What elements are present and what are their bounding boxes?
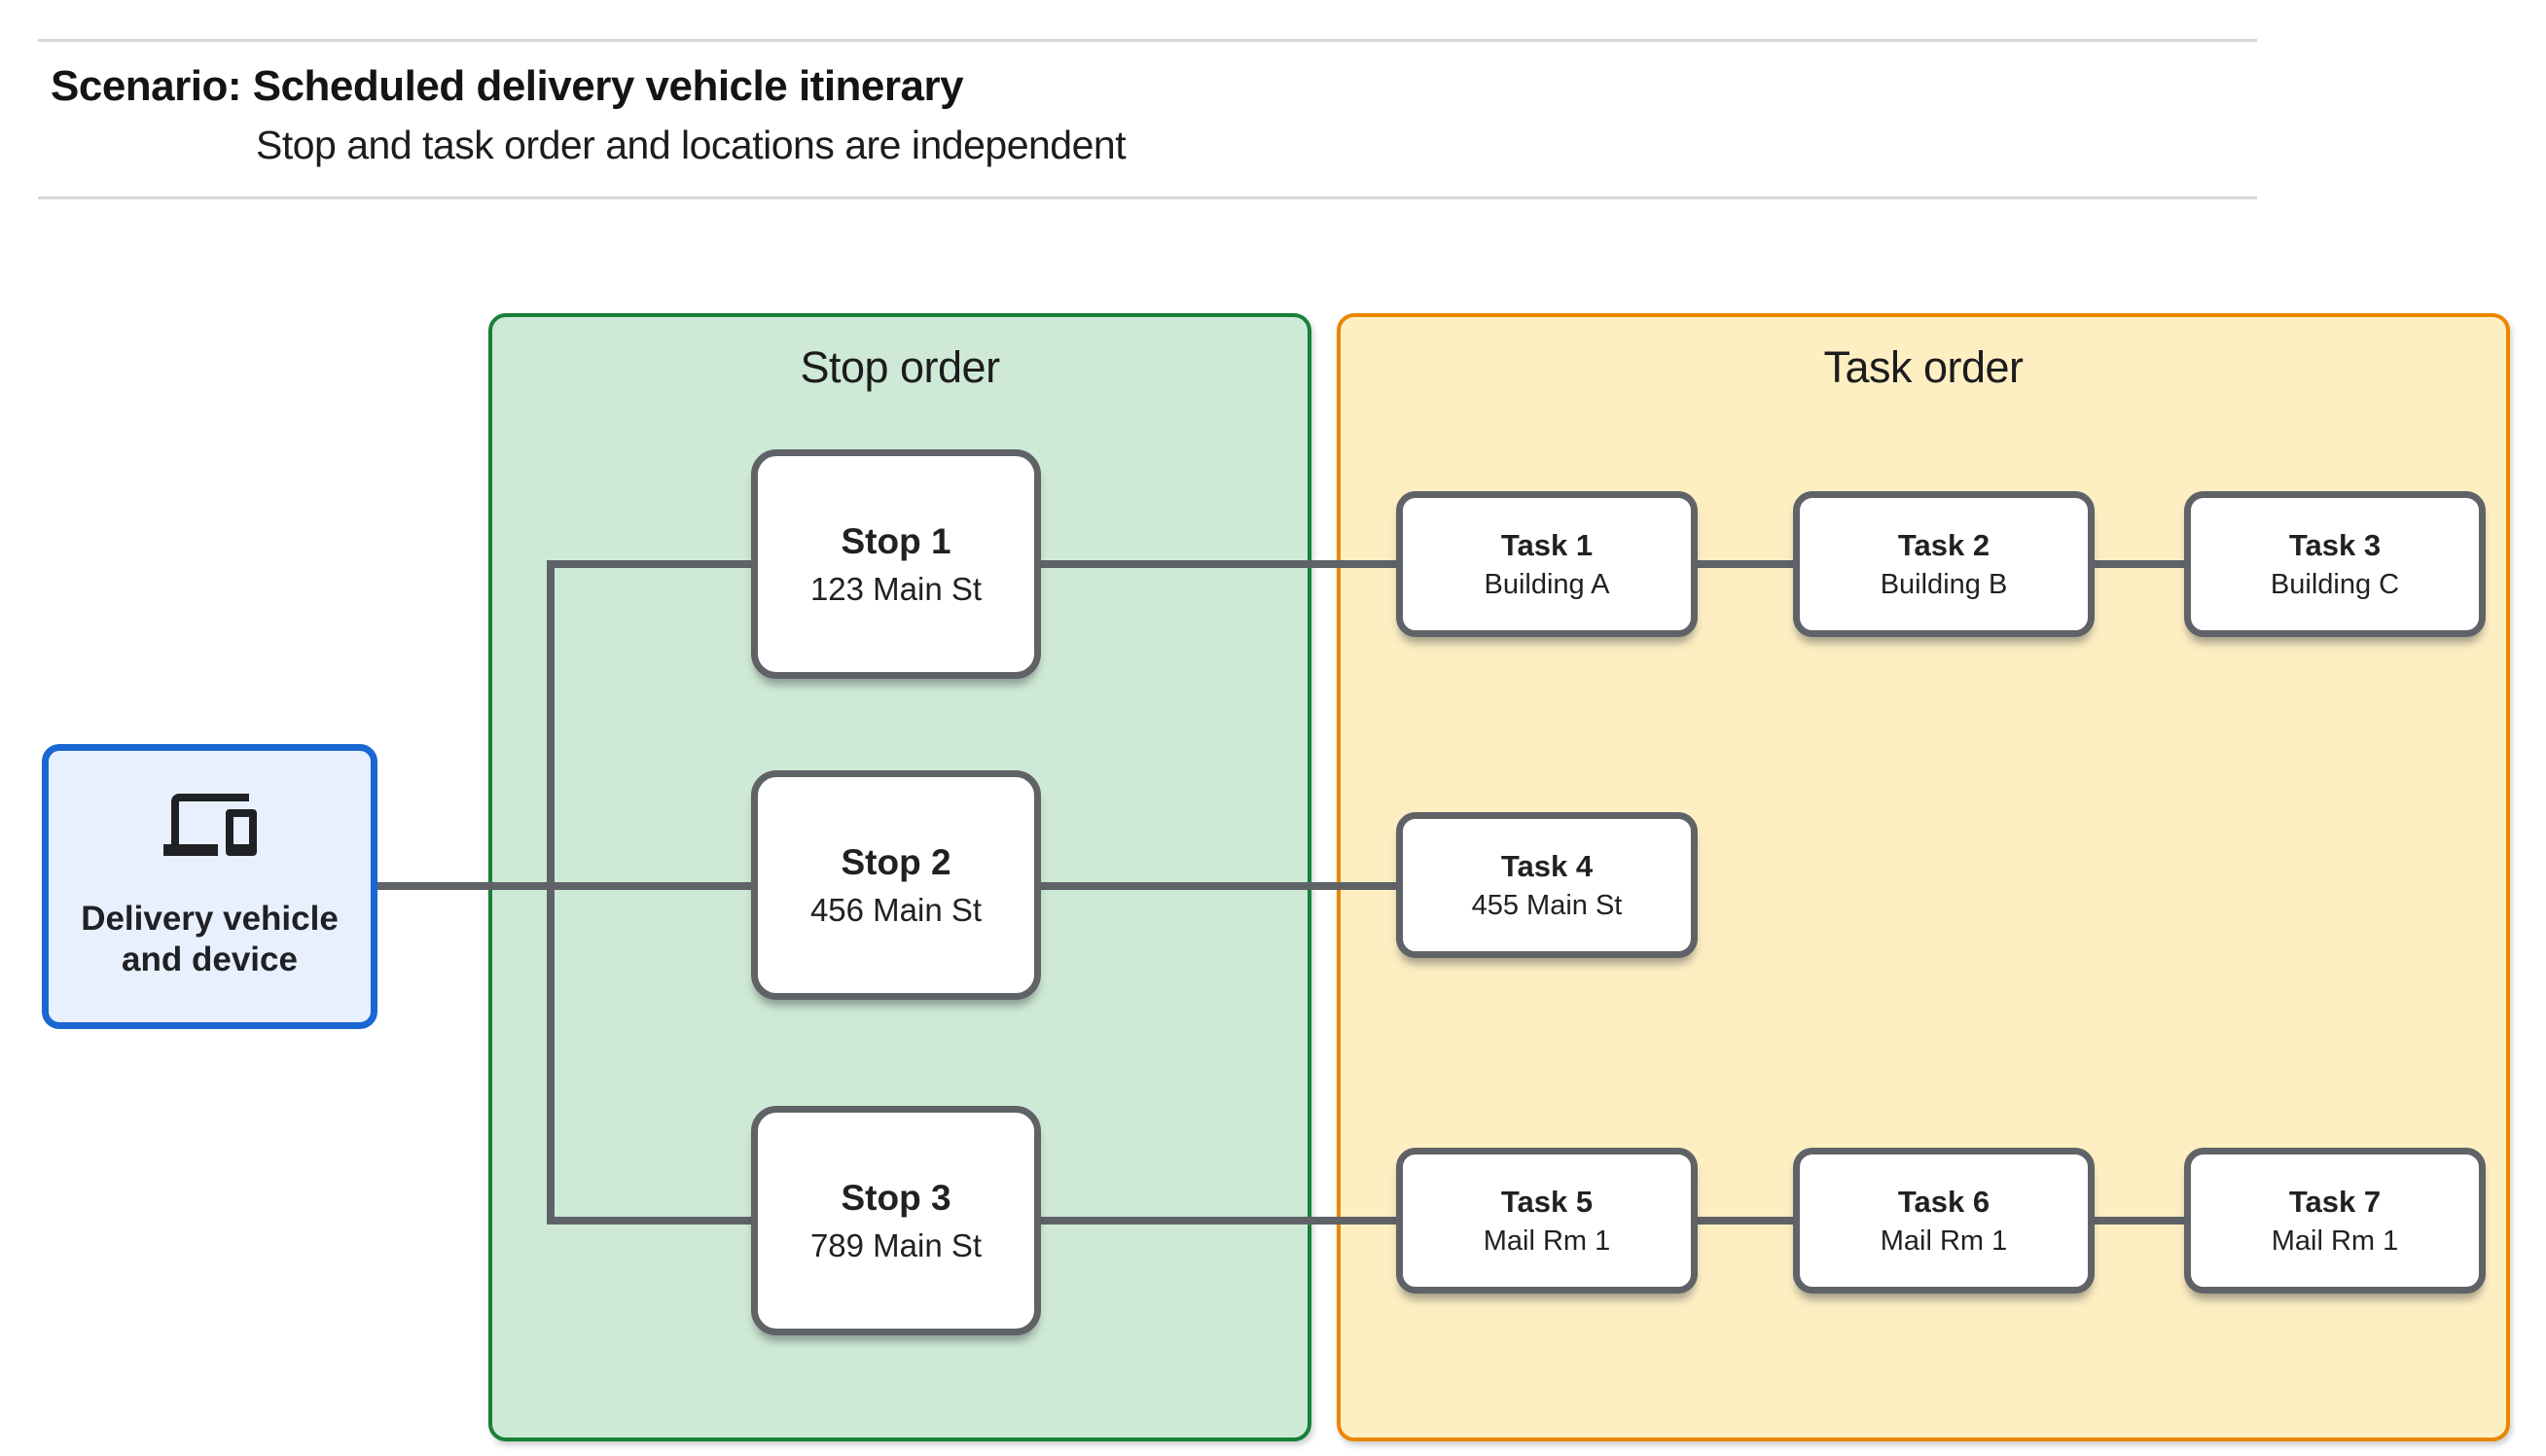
vehicle-node-label-line2: and device [122,940,298,978]
stop-2-title: Stop 2 [841,841,951,882]
page-title: Scenario: Scheduled delivery vehicle iti… [51,62,964,110]
stop-1-title: Stop 1 [841,520,951,561]
page-subtitle: Stop and task order and locations are in… [256,123,1127,167]
stop-3-address: 789 Main St [809,1226,983,1263]
stop-2-address: 456 Main St [809,891,983,928]
stop-node-1: Stop 1 123 Main St [751,449,1041,679]
task-node-2: Task 2 Building B [1793,491,2095,637]
task-5-title: Task 5 [1500,1184,1594,1219]
task-3-title: Task 3 [2288,527,2382,562]
task-6-title: Task 6 [1897,1184,1990,1219]
task-node-4: Task 4 455 Main St [1396,812,1698,958]
stop-3-title: Stop 3 [841,1177,951,1218]
task-node-3: Task 3 Building C [2184,491,2486,637]
task-1-title: Task 1 [1500,527,1594,562]
task-7-location: Mail Rm 1 [2271,1225,2399,1257]
connector-trunk-vertical [547,560,555,1225]
task-7-title: Task 7 [2288,1184,2382,1219]
task-2-title: Task 2 [1897,527,1990,562]
divider-top [38,39,2257,42]
vehicle-node-label-line1: Delivery vehicle [81,899,339,938]
vehicle-node-label: Delivery vehicle and device [81,899,339,980]
task-node-5: Task 5 Mail Rm 1 [1396,1148,1698,1294]
task-2-location: Building B [1880,568,2008,600]
task-node-1: Task 1 Building A [1396,491,1698,637]
task-5-location: Mail Rm 1 [1483,1225,1611,1257]
task-node-7: Task 7 Mail Rm 1 [2184,1148,2486,1294]
task-1-location: Building A [1484,568,1610,600]
delivery-vehicle-node: Delivery vehicle and device [42,744,377,1029]
task-node-6: Task 6 Mail Rm 1 [1793,1148,2095,1294]
task-4-location: 455 Main St [1471,889,1623,921]
stop-order-panel-title: Stop order [800,342,1000,392]
task-4-title: Task 4 [1500,848,1594,883]
task-6-location: Mail Rm 1 [1880,1225,2008,1257]
stop-node-3: Stop 3 789 Main St [751,1106,1041,1335]
divider-bottom [38,196,2257,199]
task-3-location: Building C [2270,568,2400,600]
devices-icon [162,793,257,856]
stop-1-address: 123 Main St [809,570,983,607]
task-order-panel-title: Task order [1823,342,2024,392]
stop-node-2: Stop 2 456 Main St [751,770,1041,1000]
